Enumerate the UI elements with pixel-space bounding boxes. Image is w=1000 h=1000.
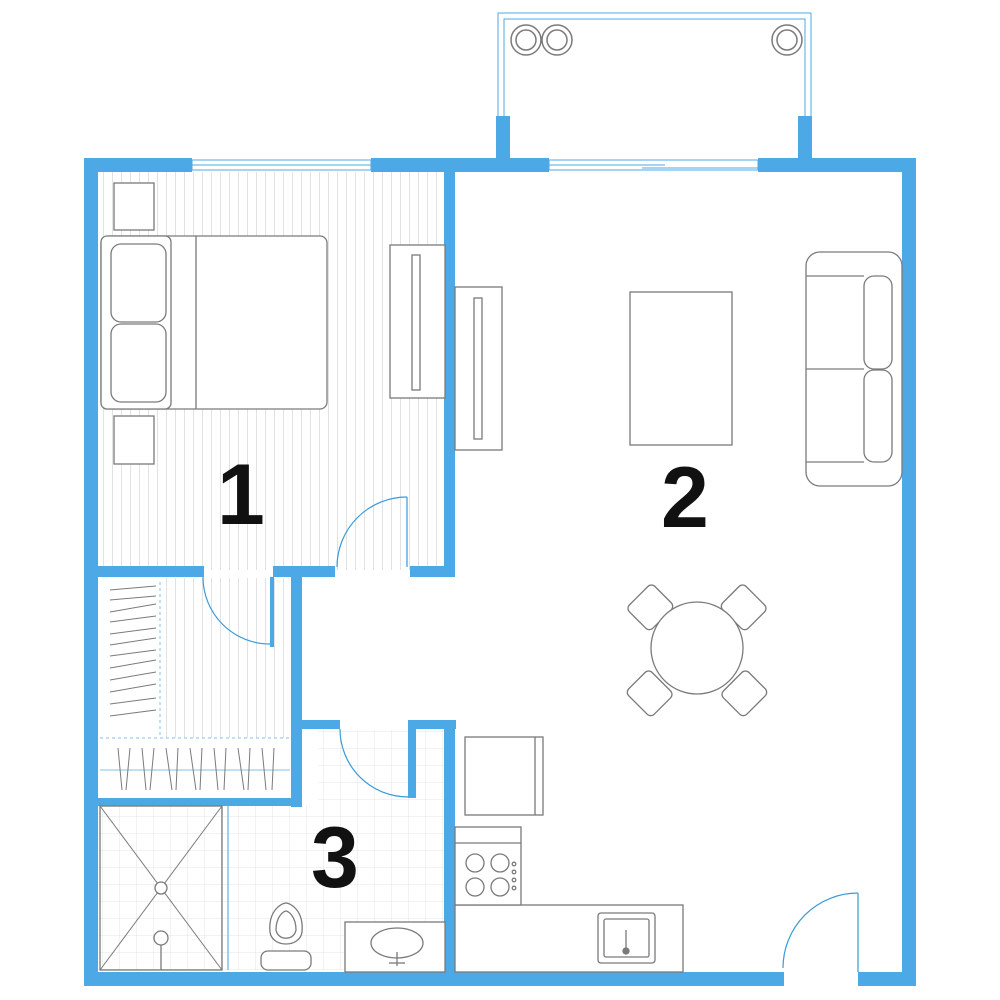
door-swing	[202, 496, 859, 972]
toilet-icon	[260, 902, 312, 971]
kitchen-counter	[454, 904, 684, 973]
room-label-living-kitchen: 2	[661, 450, 709, 546]
closet-floor	[160, 578, 288, 738]
dresser-icon	[389, 244, 446, 399]
plant-icon	[510, 24, 803, 56]
walls	[84, 116, 916, 986]
shower-icon	[99, 805, 229, 971]
bathroom-sink-icon	[344, 921, 446, 973]
chair-icon	[626, 584, 768, 717]
room-label-bedroom: 1	[217, 447, 265, 543]
balcony	[497, 12, 812, 161]
tv-stand-icon	[454, 286, 503, 451]
nightstand-icon	[113, 182, 155, 231]
bed-icon	[100, 235, 328, 410]
dining-table-icon	[626, 584, 768, 717]
coffee-table-icon	[629, 291, 733, 446]
room-label-bathroom: 3	[311, 810, 359, 906]
closet-icon	[100, 582, 290, 791]
bathroom-entry-floor	[318, 730, 446, 808]
stove-icon	[454, 826, 522, 906]
kitchen-sink-icon	[597, 912, 656, 964]
window	[191, 159, 759, 171]
sofa-icon	[805, 251, 903, 487]
refrigerator-icon	[464, 736, 544, 816]
nightstand-icon	[113, 415, 155, 465]
